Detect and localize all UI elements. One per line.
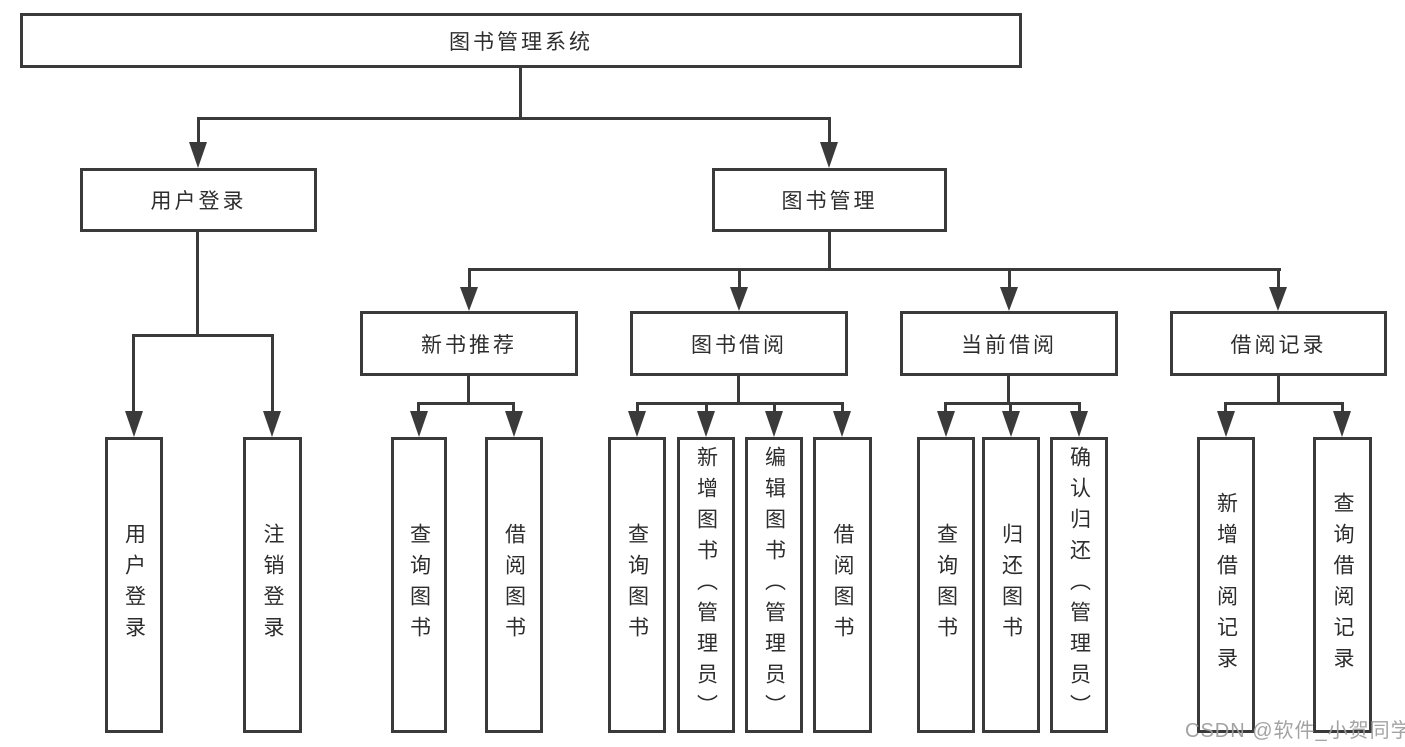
arrowhead-down-icon	[125, 411, 143, 437]
connector-line	[417, 402, 515, 405]
connector-line	[773, 402, 776, 413]
connector-line	[636, 402, 639, 413]
node-label: 查询图书	[625, 523, 649, 647]
connector-line	[1008, 268, 1011, 290]
connector-line	[468, 268, 1281, 271]
node-label: 查询借阅记录	[1331, 492, 1354, 678]
arrowhead-down-icon	[1070, 411, 1088, 437]
node-label: 当前借阅	[961, 333, 1057, 357]
connector-line	[271, 334, 274, 413]
connector-line	[467, 376, 470, 405]
node-book-borrowing: 图书借阅	[630, 311, 848, 376]
node-book-management: 图书管理	[712, 168, 947, 232]
arrowhead-down-icon	[697, 411, 715, 437]
connector-line	[197, 117, 831, 120]
connector-line	[1341, 402, 1344, 413]
node-label: 借阅图书	[502, 523, 526, 647]
arrowhead-down-icon	[189, 142, 207, 168]
connector-line	[738, 268, 741, 290]
node-label: 新增图书（管理员）	[694, 445, 718, 725]
connector-line	[417, 402, 420, 413]
connector-line	[841, 402, 844, 413]
node-current-borrowing: 当前借阅	[900, 311, 1118, 376]
node-borrowing-records: 借阅记录	[1170, 311, 1387, 376]
node-label: 注销登录	[261, 523, 284, 647]
leaf-query-books-borrowing: 查询图书	[608, 437, 666, 733]
leaf-query-borrow-record: 查询借阅记录	[1313, 437, 1372, 733]
node-label: 借阅记录	[1230, 333, 1327, 357]
connector-line	[132, 334, 274, 337]
arrowhead-down-icon	[263, 411, 281, 437]
arrowhead-down-icon	[410, 411, 428, 437]
connector-line	[1224, 402, 1227, 413]
node-label: 图书借阅	[691, 333, 787, 357]
node-new-book-recommendation: 新书推荐	[360, 311, 578, 376]
node-label: 图书管理	[781, 190, 878, 213]
node-library-management-system: 图书管理系统	[20, 13, 1022, 68]
node-user-login: 用户登录	[80, 168, 317, 232]
connector-line	[1078, 402, 1081, 413]
connector-line	[196, 232, 199, 337]
connector-line	[944, 402, 1081, 405]
connector-line	[1009, 402, 1012, 413]
connector-line	[512, 402, 515, 413]
arrowhead-down-icon	[765, 411, 783, 437]
arrowhead-down-icon	[1333, 411, 1351, 437]
node-label: 借阅图书	[831, 523, 854, 647]
node-label: 归还图书	[999, 523, 1023, 647]
connector-line	[636, 402, 844, 405]
connector-line	[1224, 402, 1344, 405]
leaf-query-books-recommend: 查询图书	[391, 437, 447, 733]
node-label: 新书推荐	[421, 333, 517, 357]
arrowhead-down-icon	[937, 411, 955, 437]
connector-line	[828, 232, 831, 271]
arrowhead-down-icon	[730, 287, 748, 311]
connector-line	[1277, 376, 1280, 405]
leaf-borrow-books-borrowing: 借阅图书	[813, 437, 872, 733]
arrowhead-down-icon	[1002, 411, 1020, 437]
connector-line	[705, 402, 708, 413]
connector-line	[1277, 268, 1280, 290]
leaf-borrow-books-recommend: 借阅图书	[485, 437, 543, 733]
connector-line	[737, 376, 740, 405]
arrowhead-down-icon	[460, 287, 478, 311]
leaf-query-books-current: 查询图书	[917, 437, 975, 733]
leaf-confirm-return-admin: 确认归还（管理员）	[1050, 437, 1108, 733]
node-label: 图书管理系统	[449, 30, 593, 54]
node-label: 确认归还（管理员）	[1067, 445, 1091, 725]
leaf-user-login: 用户登录	[105, 437, 163, 733]
connector-line	[468, 268, 471, 290]
arrowhead-down-icon	[833, 411, 851, 437]
connector-line	[132, 334, 135, 413]
leaf-add-books-admin: 新增图书（管理员）	[677, 437, 735, 733]
connector-line	[519, 68, 522, 120]
connector-line	[197, 117, 200, 145]
connector-line	[1007, 376, 1010, 405]
arrowhead-down-icon	[1217, 411, 1235, 437]
leaf-edit-books-admin: 编辑图书（管理员）	[745, 437, 803, 733]
node-label: 用户登录	[150, 190, 247, 213]
connector-line	[828, 117, 831, 145]
node-label: 新增借阅记录	[1214, 492, 1238, 678]
node-label: 编辑图书（管理员）	[762, 445, 786, 725]
leaf-add-borrow-record: 新增借阅记录	[1197, 437, 1255, 733]
connector-line	[944, 402, 947, 413]
node-label: 用户登录	[122, 523, 146, 647]
arrowhead-down-icon	[628, 411, 646, 437]
arrowhead-down-icon	[820, 142, 838, 168]
leaf-return-books: 归还图书	[982, 437, 1040, 733]
node-label: 查询图书	[934, 523, 958, 647]
arrowhead-down-icon	[1000, 287, 1018, 311]
arrowhead-down-icon	[1269, 287, 1287, 311]
arrowhead-down-icon	[505, 411, 523, 437]
node-label: 查询图书	[407, 523, 431, 647]
leaf-logout: 注销登录	[243, 437, 302, 733]
csdn-watermark: CSDN @软件_小贺同学	[1185, 720, 1405, 742]
